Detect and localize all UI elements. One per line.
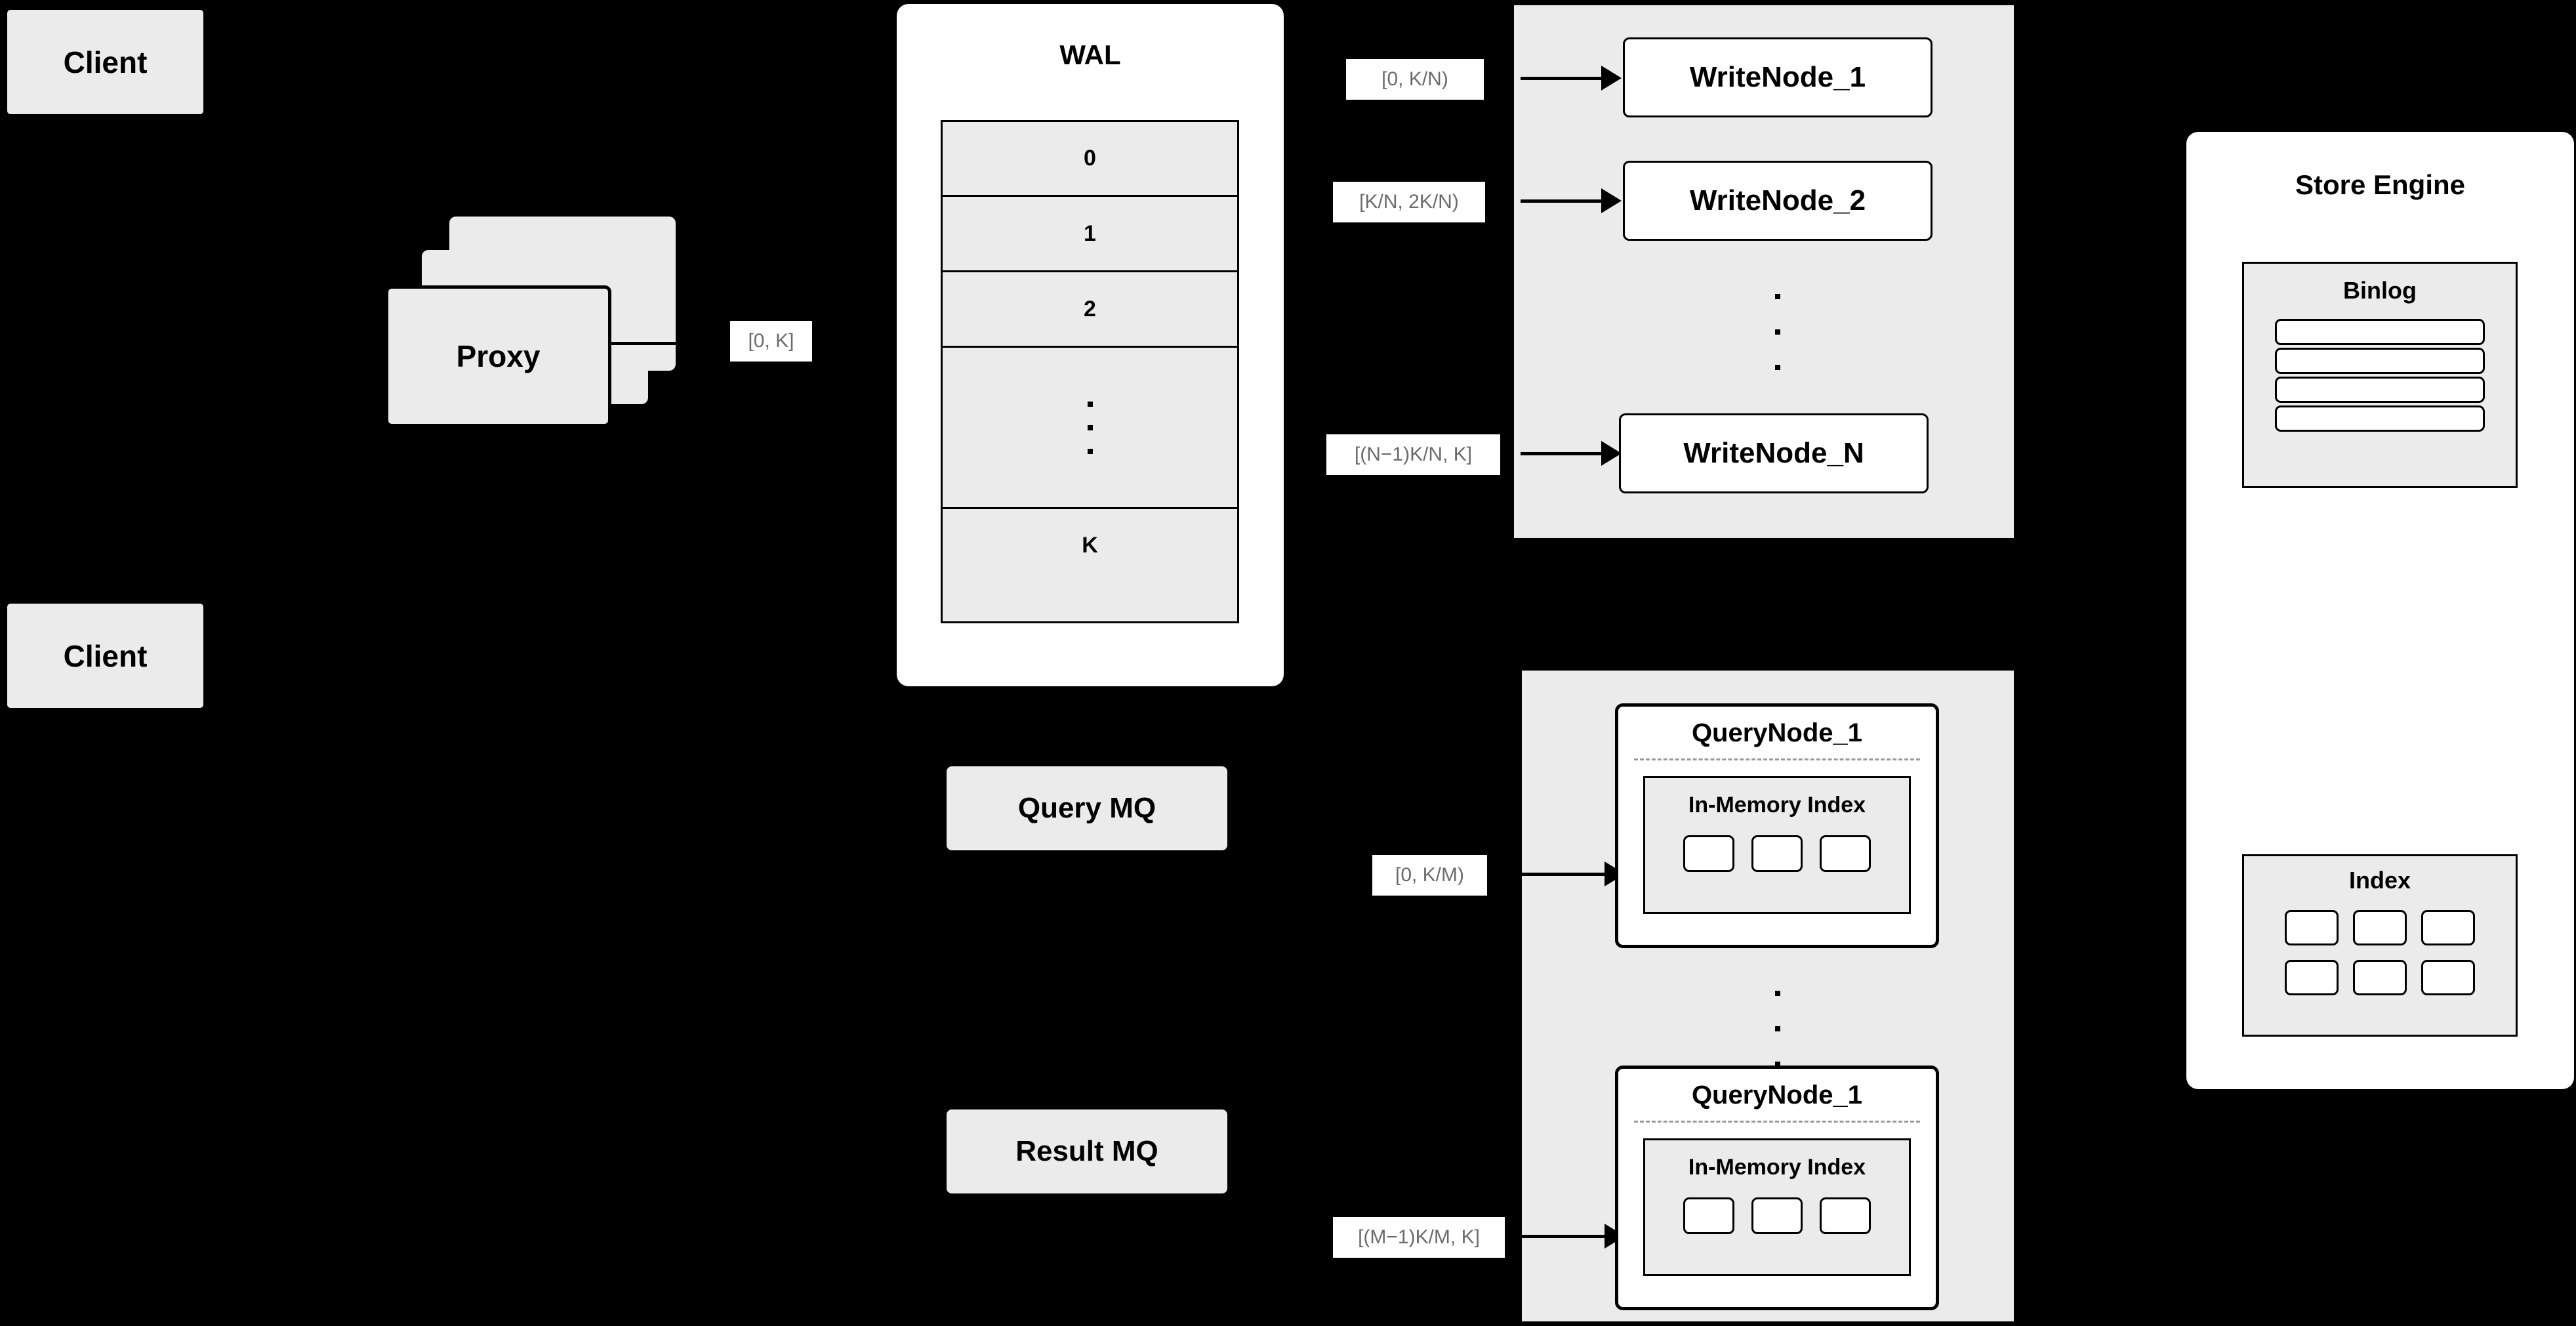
wal-row-1: 1: [943, 197, 1237, 272]
query-node-divider-m: [1634, 1121, 1920, 1123]
write-arrow-head-1: [1601, 66, 1622, 91]
store-index-slot: [2353, 960, 2407, 995]
query-node-range-1: [0, K/M): [1372, 855, 1487, 896]
write-node-box-2[interactable]: WriteNode_2: [1623, 161, 1932, 241]
index-slot: [1820, 1197, 1871, 1234]
write-arrow-line-1: [1521, 77, 1603, 80]
proxy-to-wal-line: [611, 342, 729, 345]
index-slot: [1751, 1197, 1803, 1234]
proxy-label: Proxy: [456, 339, 541, 373]
in-memory-index-title-1: In-Memory Index: [1688, 793, 1866, 818]
binlog-entry: [2275, 348, 2485, 374]
write-node-range-1: [0, K/N): [1346, 59, 1484, 100]
query-cluster-vertical-dots-icon: [1771, 976, 1784, 1082]
write-node-box-1[interactable]: WriteNode_1: [1623, 37, 1932, 117]
store-index-slot: [2353, 910, 2407, 945]
query-mq-box[interactable]: Query MQ: [947, 766, 1227, 850]
store-index-slot: [2421, 960, 2475, 995]
index-slot: [1751, 835, 1803, 872]
query-arrow-line-m: [1522, 1235, 1606, 1238]
write-node-range-2: [K/N, 2K/N): [1333, 182, 1485, 222]
store-index-title: Index: [2348, 867, 2411, 894]
write-arrow-head-2: [1601, 188, 1622, 213]
proxy-range-label: [0, K]: [730, 321, 812, 362]
write-node-range-n: [(N−1)K/N, K]: [1326, 434, 1500, 475]
query-node-title-m: QueryNode_1: [1691, 1081, 1863, 1109]
write-cluster-vertical-dots-icon: [1771, 279, 1784, 385]
write-arrow-line-n: [1521, 452, 1603, 455]
client-box-2[interactable]: Client: [5, 602, 205, 710]
query-node-title-1: QueryNode_1: [1691, 718, 1863, 747]
wal-row-2: 2: [943, 272, 1237, 348]
write-node-box-n[interactable]: WriteNode_N: [1619, 413, 1929, 493]
proxy-box[interactable]: Proxy: [385, 285, 611, 427]
store-index-slot: [2421, 910, 2475, 945]
query-node-box-1[interactable]: QueryNode_1 In-Memory Index: [1615, 703, 1939, 948]
query-node-divider-1: [1634, 758, 1920, 760]
index-slot: [1683, 1197, 1734, 1234]
store-engine-binlog-arrow-line: [2158, 388, 2191, 392]
binlog-entry: [2275, 377, 2485, 403]
in-memory-index-title-m: In-Memory Index: [1688, 1155, 1866, 1180]
binlog-entry: [2275, 405, 2485, 432]
wal-row-ellipsis: [943, 348, 1237, 509]
index-slot: [1820, 835, 1871, 872]
query-node-range-m: [(M−1)K/M, K]: [1333, 1217, 1505, 1258]
client-label-1: Client: [63, 45, 148, 79]
wal-vertical-dots-icon: [1087, 392, 1093, 463]
wal-table: 0 1 2 K: [941, 120, 1239, 623]
index-slot: [1683, 835, 1734, 872]
store-engine-index-arrow-line: [2158, 947, 2191, 951]
wal-title: WAL: [1059, 39, 1121, 70]
client-box-1[interactable]: Client: [5, 8, 205, 116]
result-mq-box[interactable]: Result MQ: [947, 1109, 1227, 1193]
wal-row-k: K: [1082, 533, 1098, 558]
query-arrow-line-1: [1522, 873, 1606, 876]
store-index-slot: [2285, 910, 2339, 945]
store-index-panel: Index: [2242, 854, 2518, 1037]
write-arrow-line-2: [1521, 199, 1603, 203]
query-node-box-m[interactable]: QueryNode_1 In-Memory Index: [1615, 1066, 1939, 1310]
wal-row-0: 0: [943, 122, 1237, 197]
in-memory-index-panel-m: In-Memory Index: [1643, 1138, 1911, 1276]
in-memory-index-panel-1: In-Memory Index: [1643, 776, 1911, 914]
store-index-slot: [2285, 960, 2339, 995]
client-label-2: Client: [63, 638, 148, 673]
binlog-entry: [2275, 319, 2485, 345]
write-arrow-head-n: [1601, 441, 1622, 466]
binlog-title: Binlog: [2343, 277, 2417, 304]
store-engine-title: Store Engine: [2295, 169, 2466, 200]
binlog-panel: Binlog: [2242, 262, 2518, 488]
